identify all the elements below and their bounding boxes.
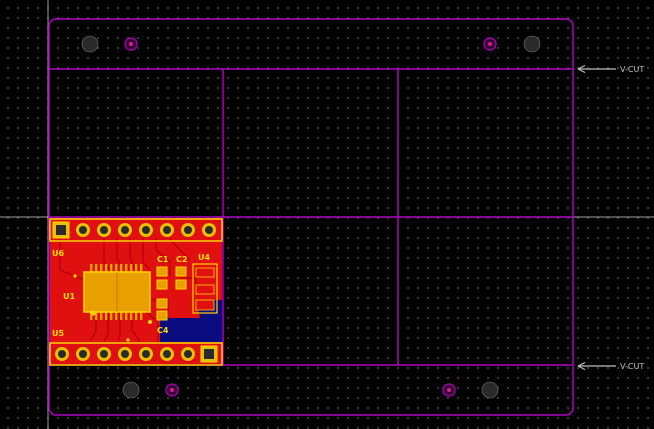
capacitor-c2[interactable] xyxy=(175,266,187,290)
tooling-hole[interactable] xyxy=(481,381,499,399)
designator-u5: U5 xyxy=(52,329,64,338)
designator-u1: U1 xyxy=(63,292,75,301)
ic-u1-pads-bottom xyxy=(90,311,143,320)
tooling-hole[interactable] xyxy=(81,35,99,53)
fiducial-center xyxy=(129,42,133,46)
pad-drill xyxy=(204,349,214,359)
tooling-hole[interactable] xyxy=(122,381,140,399)
header-u5-pads[interactable] xyxy=(55,347,195,361)
bottom-copper-region[interactable] xyxy=(160,318,222,342)
designator-u4: U4 xyxy=(198,253,210,262)
header-u5-outline[interactable] xyxy=(49,342,223,366)
designator-c2: C2 xyxy=(176,255,187,264)
header-u6-outline[interactable] xyxy=(49,218,223,242)
arrow-left-icon xyxy=(577,64,586,74)
designator-u6: U6 xyxy=(52,249,64,258)
fiducial-center xyxy=(447,388,451,392)
vcut-label: V-CUT xyxy=(620,65,644,74)
ic-u1-pads-top xyxy=(90,264,143,273)
pad-drill xyxy=(56,225,66,235)
tooling-hole[interactable] xyxy=(523,35,541,53)
capacitor-c4[interactable] xyxy=(156,298,168,321)
designator-c1: C1 xyxy=(157,255,169,264)
capacitor-c1[interactable] xyxy=(156,266,168,290)
vcut-annotation-top: V-CUT xyxy=(577,64,644,74)
via-group[interactable] xyxy=(73,274,152,342)
header-u6-pads[interactable] xyxy=(76,223,216,237)
regulator-u4[interactable] xyxy=(192,263,218,314)
pcb-board[interactable]: U6 U5 U1 C1 C2 U4 C4 xyxy=(49,218,223,366)
fiducial-center xyxy=(488,42,492,46)
fiducial-center xyxy=(170,388,174,392)
designator-c4: C4 xyxy=(157,326,169,335)
ic-u1[interactable] xyxy=(83,264,151,320)
arrow-left-icon xyxy=(577,361,586,371)
vcut-label: V-CUT xyxy=(620,362,644,371)
vcut-annotation-bottom: V-CUT xyxy=(577,361,644,371)
